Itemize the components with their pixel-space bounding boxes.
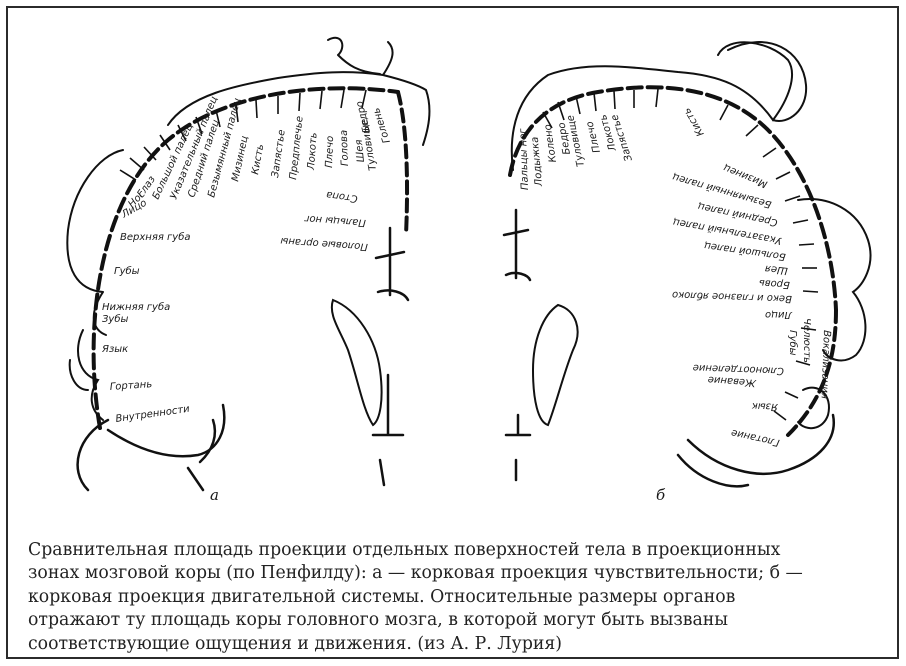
- label-r-brov: Бровь: [758, 277, 790, 290]
- left-arc-descent: [398, 92, 407, 235]
- figure-caption: Сравнительная площадь проекции отдельных…: [28, 539, 878, 656]
- label-vnutrennosti: Внутренности: [115, 404, 191, 425]
- label-yazyk: Язык: [101, 344, 128, 355]
- label-r-mizinets: Мизинец: [722, 162, 769, 190]
- label-goleni: Голень: [371, 106, 393, 144]
- label-bedro: Бедро: [354, 100, 373, 134]
- label-guby: Губы: [114, 265, 140, 277]
- caption-line: зонах мозговой коры (по Пенфилду): а — к…: [28, 562, 878, 585]
- caption-line: корковая проекция двигательной системы. …: [28, 586, 878, 609]
- label-kist: Кисть: [250, 143, 266, 175]
- label-r-vokalizaciya: Вокализация: [819, 330, 832, 399]
- left-fissure-3: [380, 460, 384, 485]
- homunculus-diagram: Внутренности Гортань Язык Зубы Нижняя гу…: [28, 30, 884, 500]
- label-r-lico: Лицо: [765, 309, 793, 320]
- label-mizinets: Мизинец: [230, 135, 250, 183]
- right-fissure-1: [504, 210, 530, 280]
- right-labels: Пальцы ног Лодыжка Колено Бедро Туловище…: [518, 106, 832, 448]
- homunculus-figure: Внутренности Гортань Язык Зубы Нижняя гу…: [28, 30, 884, 500]
- figure-frame: Внутренности Гортань Язык Зубы Нижняя гу…: [6, 6, 899, 659]
- caption-line: Сравнительная площадь проекции отдельных…: [28, 539, 878, 562]
- figure-letter-a: а: [210, 486, 219, 500]
- label-lokot: Локоть: [306, 132, 320, 171]
- left-fissure-2: [373, 375, 403, 435]
- label-zuby: Зубы: [102, 313, 128, 325]
- label-r-glotanie: Глотание: [730, 427, 780, 448]
- left-labels: Внутренности Гортань Язык Зубы Нижняя гу…: [101, 95, 393, 425]
- label-r-chelyust: Челюсть: [801, 318, 812, 363]
- left-homunculus-tongue: [70, 360, 88, 390]
- label-verkhnyaya-guba: Верхняя губа: [120, 231, 191, 243]
- left-lateral-ventricle: [332, 300, 382, 425]
- label-r-koleno: Колено: [543, 124, 559, 164]
- right-brain-outline: [678, 415, 834, 486]
- label-r-guby: Губы: [787, 330, 799, 356]
- label-zapyastye: Запястье: [270, 129, 288, 179]
- label-predplechye: Предплечье: [288, 116, 306, 181]
- label-gortan: Гортань: [109, 379, 152, 393]
- right-fissure-2: [506, 415, 530, 480]
- caption-line: отражают ту площадь коры головного мозга…: [28, 609, 878, 632]
- label-golova: Голова: [339, 130, 351, 167]
- label-stopa: Стопа: [326, 189, 359, 204]
- label-polovye: Половые органы: [280, 235, 368, 252]
- left-fissure-1: [376, 228, 408, 300]
- right-lateral-ventricle: [533, 305, 578, 425]
- label-r-yazyk: Язык: [752, 400, 780, 412]
- label-r-slyunootdelenie: Слюноотделение: [693, 362, 785, 376]
- left-homunculus-face: [67, 150, 123, 420]
- caption-line: соответствующие ощущения и движения. (из…: [28, 633, 878, 656]
- label-r-palcy-nog: Пальцы ног: [518, 127, 531, 190]
- label-palcy-nog: Пальцы ног: [303, 213, 366, 228]
- label-r-lodyzhka: Лодыжка: [530, 136, 545, 187]
- label-r-sheya: Шея: [764, 263, 788, 276]
- figure-letter-b: б: [656, 486, 666, 500]
- label-plecho: Плечо: [324, 136, 336, 168]
- label-nizhnyaya-guba: Нижняя губа: [102, 301, 170, 313]
- label-r-zhevanie: Жевание: [707, 374, 757, 388]
- label-r-veko: Веко и глазное яблоко: [672, 289, 792, 305]
- label-r-kist: Кисть: [682, 106, 707, 138]
